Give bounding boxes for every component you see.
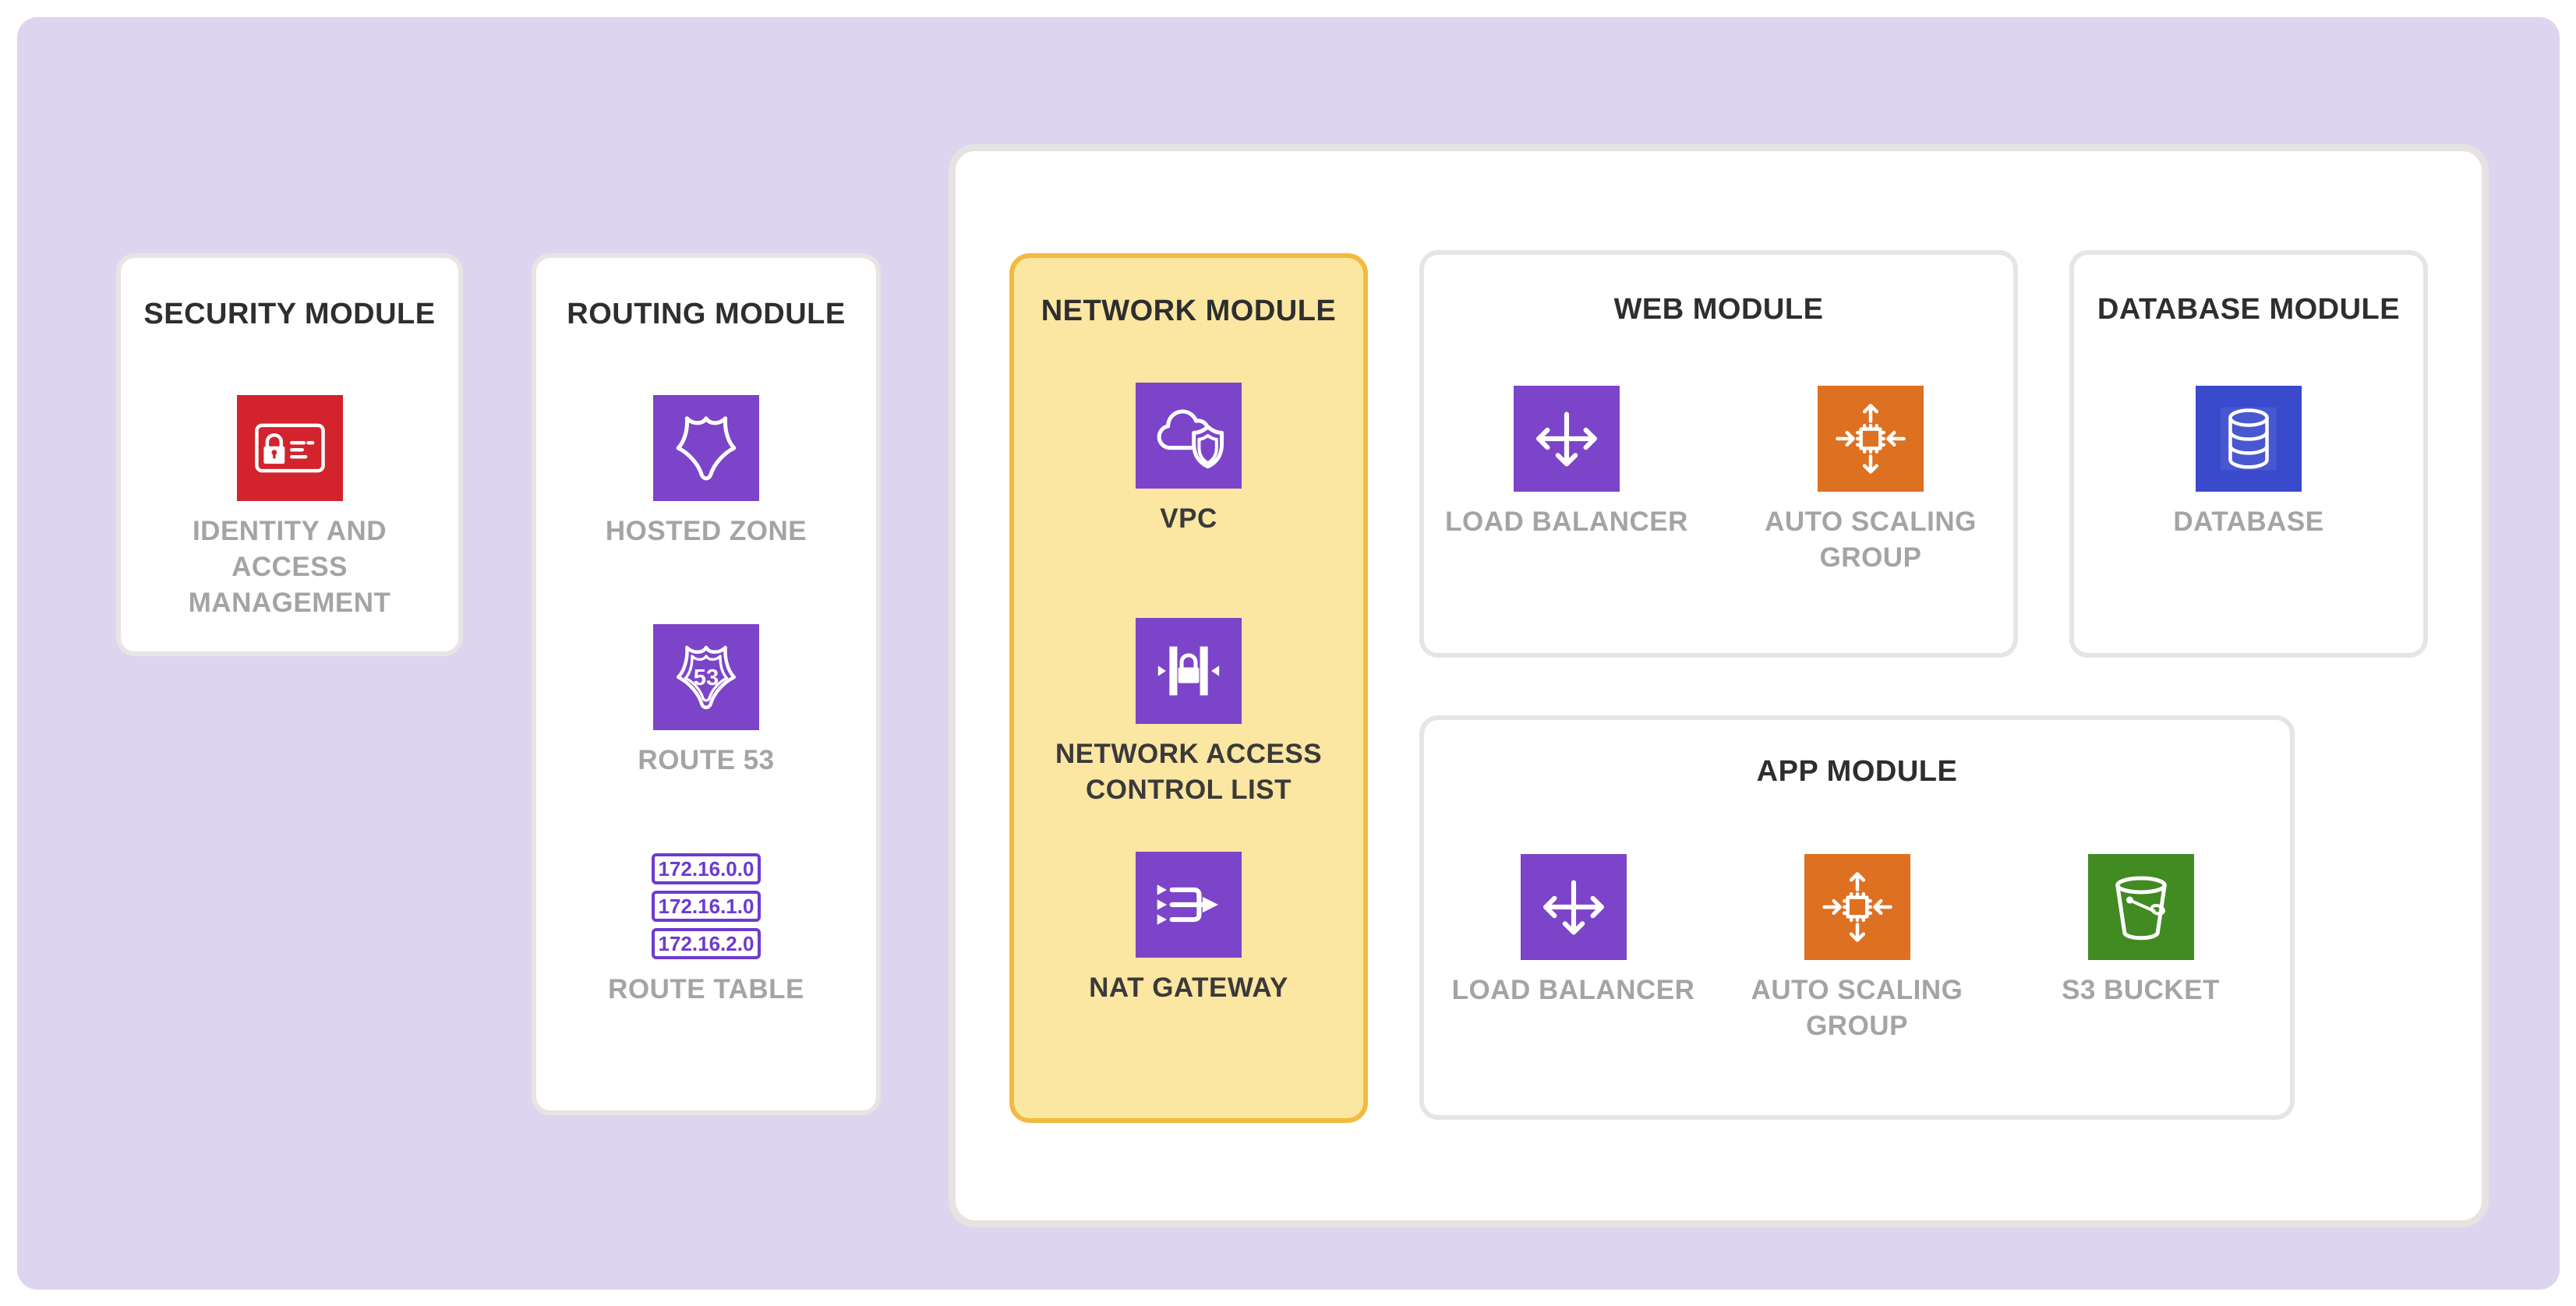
web-module-title: WEB MODULE: [1613, 293, 1824, 326]
auto-scaling-group-icon: [1822, 872, 1892, 942]
vpc-node[interactable]: [1136, 383, 1242, 489]
s3-bucket-tile[interactable]: [2087, 854, 2194, 960]
route-table-label: ROUTE TABLE: [608, 974, 804, 1004]
network-acl-icon: [1157, 646, 1220, 696]
route-53-icon: 53: [676, 645, 737, 710]
load-balancer-label: LOAD BALANCER: [1445, 507, 1688, 537]
nat-gateway-label: NAT GATEWAY: [1089, 972, 1288, 1003]
network-acl-node[interactable]: [1136, 618, 1242, 724]
network-acl-label: NETWORK ACCESS CONTROL LIST: [1055, 739, 1323, 805]
database-label: DATABASE: [2173, 507, 2324, 537]
hosted-zone-label: HOSTED ZONE: [605, 516, 807, 546]
load-balancer-icon: [1536, 411, 1597, 467]
vpc-icon: [1157, 409, 1224, 469]
module-database[interactable]: DATABASE MODULE DATABASE: [2069, 250, 2428, 658]
auto-scaling-group-icon: [1836, 404, 1906, 474]
route-table-subnet-box[interactable]: 172.16.2.0: [652, 928, 761, 959]
route-table-node[interactable]: 172.16.0.0 172.16.1.0 172.16.2.0: [652, 853, 761, 959]
web-auto-scaling-node[interactable]: AUTO SCALING GROUP: [1742, 386, 1999, 576]
module-routing[interactable]: ROUTING MODULE HOSTED ZONE 53 ROUTE 53 1…: [532, 253, 881, 1115]
network-module-title: NETWORK MODULE: [1041, 295, 1337, 327]
load-balancer-tile[interactable]: [1520, 854, 1627, 960]
app-auto-scaling-node[interactable]: AUTO SCALING GROUP: [1725, 854, 1990, 1044]
s3-bucket-icon: [2115, 876, 2167, 941]
route-53-label: ROUTE 53: [638, 745, 775, 775]
module-security[interactable]: SECURITY MODULE IDENTITY AND ACCESS MANA…: [116, 253, 463, 656]
load-balancer-label: LOAD BALANCER: [1451, 975, 1695, 1005]
auto-scaling-label: AUTO SCALING GROUP: [1765, 507, 1977, 573]
iam-icon: [254, 423, 325, 473]
routing-module-title: ROUTING MODULE: [567, 298, 846, 330]
web-load-balancer-node[interactable]: LOAD BALANCER: [1438, 386, 1695, 576]
s3-bucket-label: S3 BUCKET: [2062, 975, 2220, 1005]
iam-node[interactable]: [236, 395, 343, 501]
module-network[interactable]: NETWORK MODULE VPC NETWORK ACCESS CONTRO…: [1009, 253, 1368, 1123]
auto-scaling-tile[interactable]: [1804, 854, 1910, 960]
module-web[interactable]: WEB MODULE LOAD BALANCER: [1419, 250, 2018, 658]
app-load-balancer-node[interactable]: LOAD BALANCER: [1441, 854, 1706, 1044]
route-53-badge-text: 53: [694, 665, 719, 690]
nat-gateway-node[interactable]: [1136, 852, 1242, 958]
load-balancer-tile[interactable]: [1514, 386, 1620, 492]
auto-scaling-tile[interactable]: [1818, 386, 1924, 492]
load-balancer-icon: [1542, 880, 1604, 935]
iam-label: IDENTITY AND ACCESS MANAGEMENT: [188, 516, 391, 618]
hosted-zone-icon: [676, 416, 737, 481]
route-table-subnet-box[interactable]: 172.16.1.0: [652, 891, 761, 922]
database-node[interactable]: [2196, 386, 2302, 492]
app-module-title: APP MODULE: [1756, 755, 1958, 788]
nat-gateway-icon: [1157, 884, 1219, 925]
module-app[interactable]: APP MODULE LOAD BALANCER: [1419, 715, 2295, 1120]
auto-scaling-label: AUTO SCALING GROUP: [1751, 975, 1963, 1041]
security-module-title: SECURITY MODULE: [143, 298, 436, 330]
route-53-node[interactable]: 53: [653, 624, 759, 730]
database-icon: [2221, 407, 2277, 471]
diagram-canvas: SECURITY MODULE IDENTITY AND ACCESS MANA…: [17, 17, 2560, 1290]
app-s3-bucket-node[interactable]: S3 BUCKET: [2009, 854, 2274, 1044]
database-module-title: DATABASE MODULE: [2097, 293, 2401, 326]
hosted-zone-node[interactable]: [653, 395, 759, 501]
route-table-subnet-box[interactable]: 172.16.0.0: [652, 853, 761, 884]
vpc-label: VPC: [1160, 503, 1217, 534]
